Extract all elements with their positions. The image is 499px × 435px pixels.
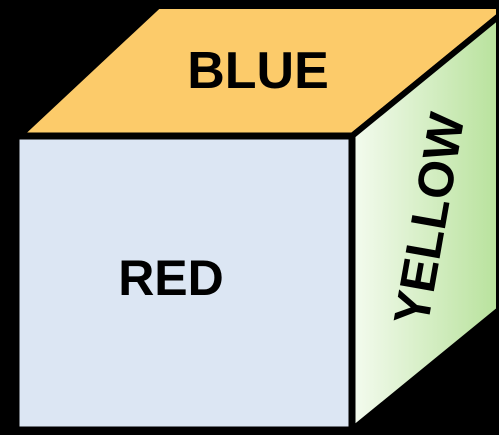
front-face [12,132,356,434]
top-face-label: BLUE [187,42,329,100]
front-face-label: RED [118,250,224,306]
